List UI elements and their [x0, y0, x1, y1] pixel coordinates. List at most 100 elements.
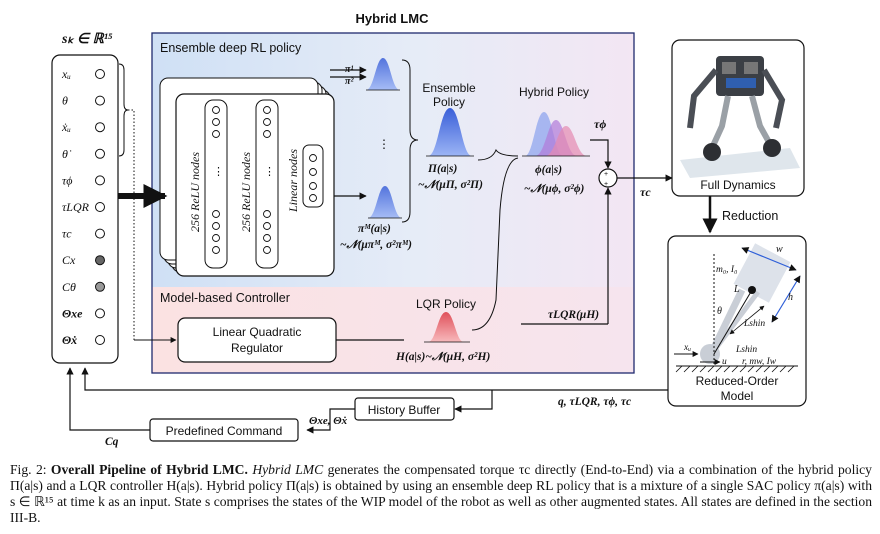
tau-lqr-label: τLQR(μH) [548, 309, 599, 321]
history-buffer-label: History Buffer [368, 403, 440, 417]
network-node [212, 246, 220, 254]
cq-label: Cq [105, 436, 119, 448]
phi-dist: ~𝒩(μϕ, σ²ϕ) [524, 183, 585, 195]
state-item-3: θ̇ [62, 147, 72, 161]
state-item-1: θ [62, 94, 68, 108]
state-node-1 [95, 95, 105, 106]
reduced-order-label-2: Model [721, 389, 754, 403]
theta-label: θ [717, 306, 722, 317]
u-label: u [722, 357, 727, 367]
tau-phi-label: τϕ [594, 117, 606, 131]
state-item-2: ẋᵤ [61, 120, 71, 134]
network-node [263, 130, 271, 138]
svg-text:+: + [604, 171, 608, 178]
diagram-title: Hybrid LMC [356, 11, 430, 26]
rmw-label: r, mw, Iw [742, 357, 777, 367]
phi-label: ϕ(a|s) [535, 164, 562, 176]
ensemble-title: Ensemble deep RL policy [160, 41, 302, 55]
state-item-7: Cx [62, 253, 76, 267]
network-node [263, 246, 271, 254]
mbc-title: Model-based Controller [160, 291, 290, 305]
lshin-label: Lshin [743, 319, 765, 329]
h-label: h [788, 292, 793, 303]
piM-dist: ~𝒩(μπᴹ, σ²πᴹ) [340, 239, 412, 251]
state-node-0 [95, 69, 105, 79]
state-node-4 [95, 175, 105, 186]
lqr-label-2: Regulator [231, 341, 283, 355]
linear-layer-label: Linear nodes [286, 149, 300, 213]
pipeline-diagram: Hybrid LMC sₖ ∈ ℝ¹⁵ xᵤ θ ẋᵤ θ̇ τϕ τLQR τcCxCθΘ… [51, 11, 807, 448]
ensemble-brace [401, 59, 419, 223]
network-node [263, 118, 271, 126]
state-node-10 [95, 335, 105, 345]
state-node-5 [95, 202, 105, 212]
relu-layer-1-label: 256 ReLU nodes [188, 152, 202, 232]
piM-label: πᴹ(a|s) [358, 223, 391, 235]
figure-caption: Fig. 2: Overall Pipeline of Hybrid LMC. … [10, 462, 872, 526]
ensemble-policy-label-1: Ensemble [422, 81, 476, 95]
node-circles: ⋮⋮ [212, 106, 317, 254]
member-dist-M [368, 186, 402, 218]
m0-label: m₀, I₀ [716, 265, 737, 275]
relu-layer-2 [255, 99, 279, 269]
H-dist: H(a|s)~𝒩(μH, σ²H) [395, 351, 490, 363]
L-label: L [733, 284, 740, 295]
state-item-9: Θxe [62, 306, 83, 320]
ellipsis-vertical: ⋮ [378, 137, 390, 151]
hybrid-dist-pink [545, 126, 587, 156]
full-dynamics-label: Full Dynamics [700, 178, 775, 192]
pi2-label: π² [345, 76, 354, 87]
robot-image [680, 56, 800, 178]
pi1-label: π¹ [345, 64, 353, 75]
state-node-9 [95, 308, 105, 319]
relu-layer-2-label: 256 ReLU nodes [239, 152, 253, 232]
state-node-8 [95, 281, 105, 292]
state-item-4: τϕ [62, 173, 73, 187]
lshin2-label: Lshin [735, 345, 757, 355]
state-item-10: Θẋ [62, 333, 77, 347]
network-node [212, 210, 220, 218]
relu-layer-1 [204, 99, 228, 269]
state-item-8: Cθ [62, 280, 76, 294]
reduction-label: Reduction [722, 209, 778, 223]
caption-bold: Overall Pipeline of Hybrid LMC. [50, 462, 248, 477]
node-ellipsis: ⋮ [213, 166, 224, 178]
network-node [309, 182, 317, 190]
theta-feedback-label: Θxe, Θẋ [309, 415, 348, 427]
network-node [212, 118, 220, 126]
linear-layer [302, 144, 324, 208]
state-item-6: τc [62, 227, 72, 241]
state-node-3 [95, 148, 105, 159]
feedback-out-label: q, τLQR, τϕ, τc [558, 396, 631, 408]
caption-fig: Fig. 2: [10, 462, 51, 477]
network-node [212, 106, 220, 114]
network-node [263, 222, 271, 230]
state-item-5: τLQR [62, 200, 90, 214]
network-node [263, 234, 271, 242]
network-node [309, 168, 317, 176]
tau-c-label: τc [640, 185, 651, 199]
caption-italic: Hybrid LMC [252, 462, 324, 477]
node-ellipsis: ⋮ [264, 166, 275, 178]
state-node-7 [95, 255, 105, 266]
lqr-policy-dist [428, 312, 464, 342]
svg-text:+: + [604, 181, 608, 188]
lqr-label-1: Linear Quadratic [213, 325, 302, 339]
network-node [309, 194, 317, 202]
xw-label: xᵤ [683, 343, 691, 353]
predefined-command-label: Predefined Command [166, 424, 283, 438]
w-label: w [776, 244, 783, 255]
ensemble-policy-label-2: Policy [433, 95, 465, 109]
state-item-0: xᵤ [61, 67, 71, 81]
network-node [263, 106, 271, 114]
state-node-2 [95, 122, 105, 133]
reduced-order-label-1: Reduced-Order [696, 374, 779, 388]
network-node [212, 222, 220, 230]
state-header: sₖ ∈ ℝ¹⁵ [61, 32, 113, 47]
caption-text: generates the compensated torque τc dire… [10, 462, 872, 525]
state-node-6 [95, 228, 105, 239]
Pi-dist: ~𝒩(μΠ, σ²Π) [418, 179, 483, 191]
member-dist-1 [366, 58, 400, 90]
wip-model-figure [674, 243, 801, 373]
